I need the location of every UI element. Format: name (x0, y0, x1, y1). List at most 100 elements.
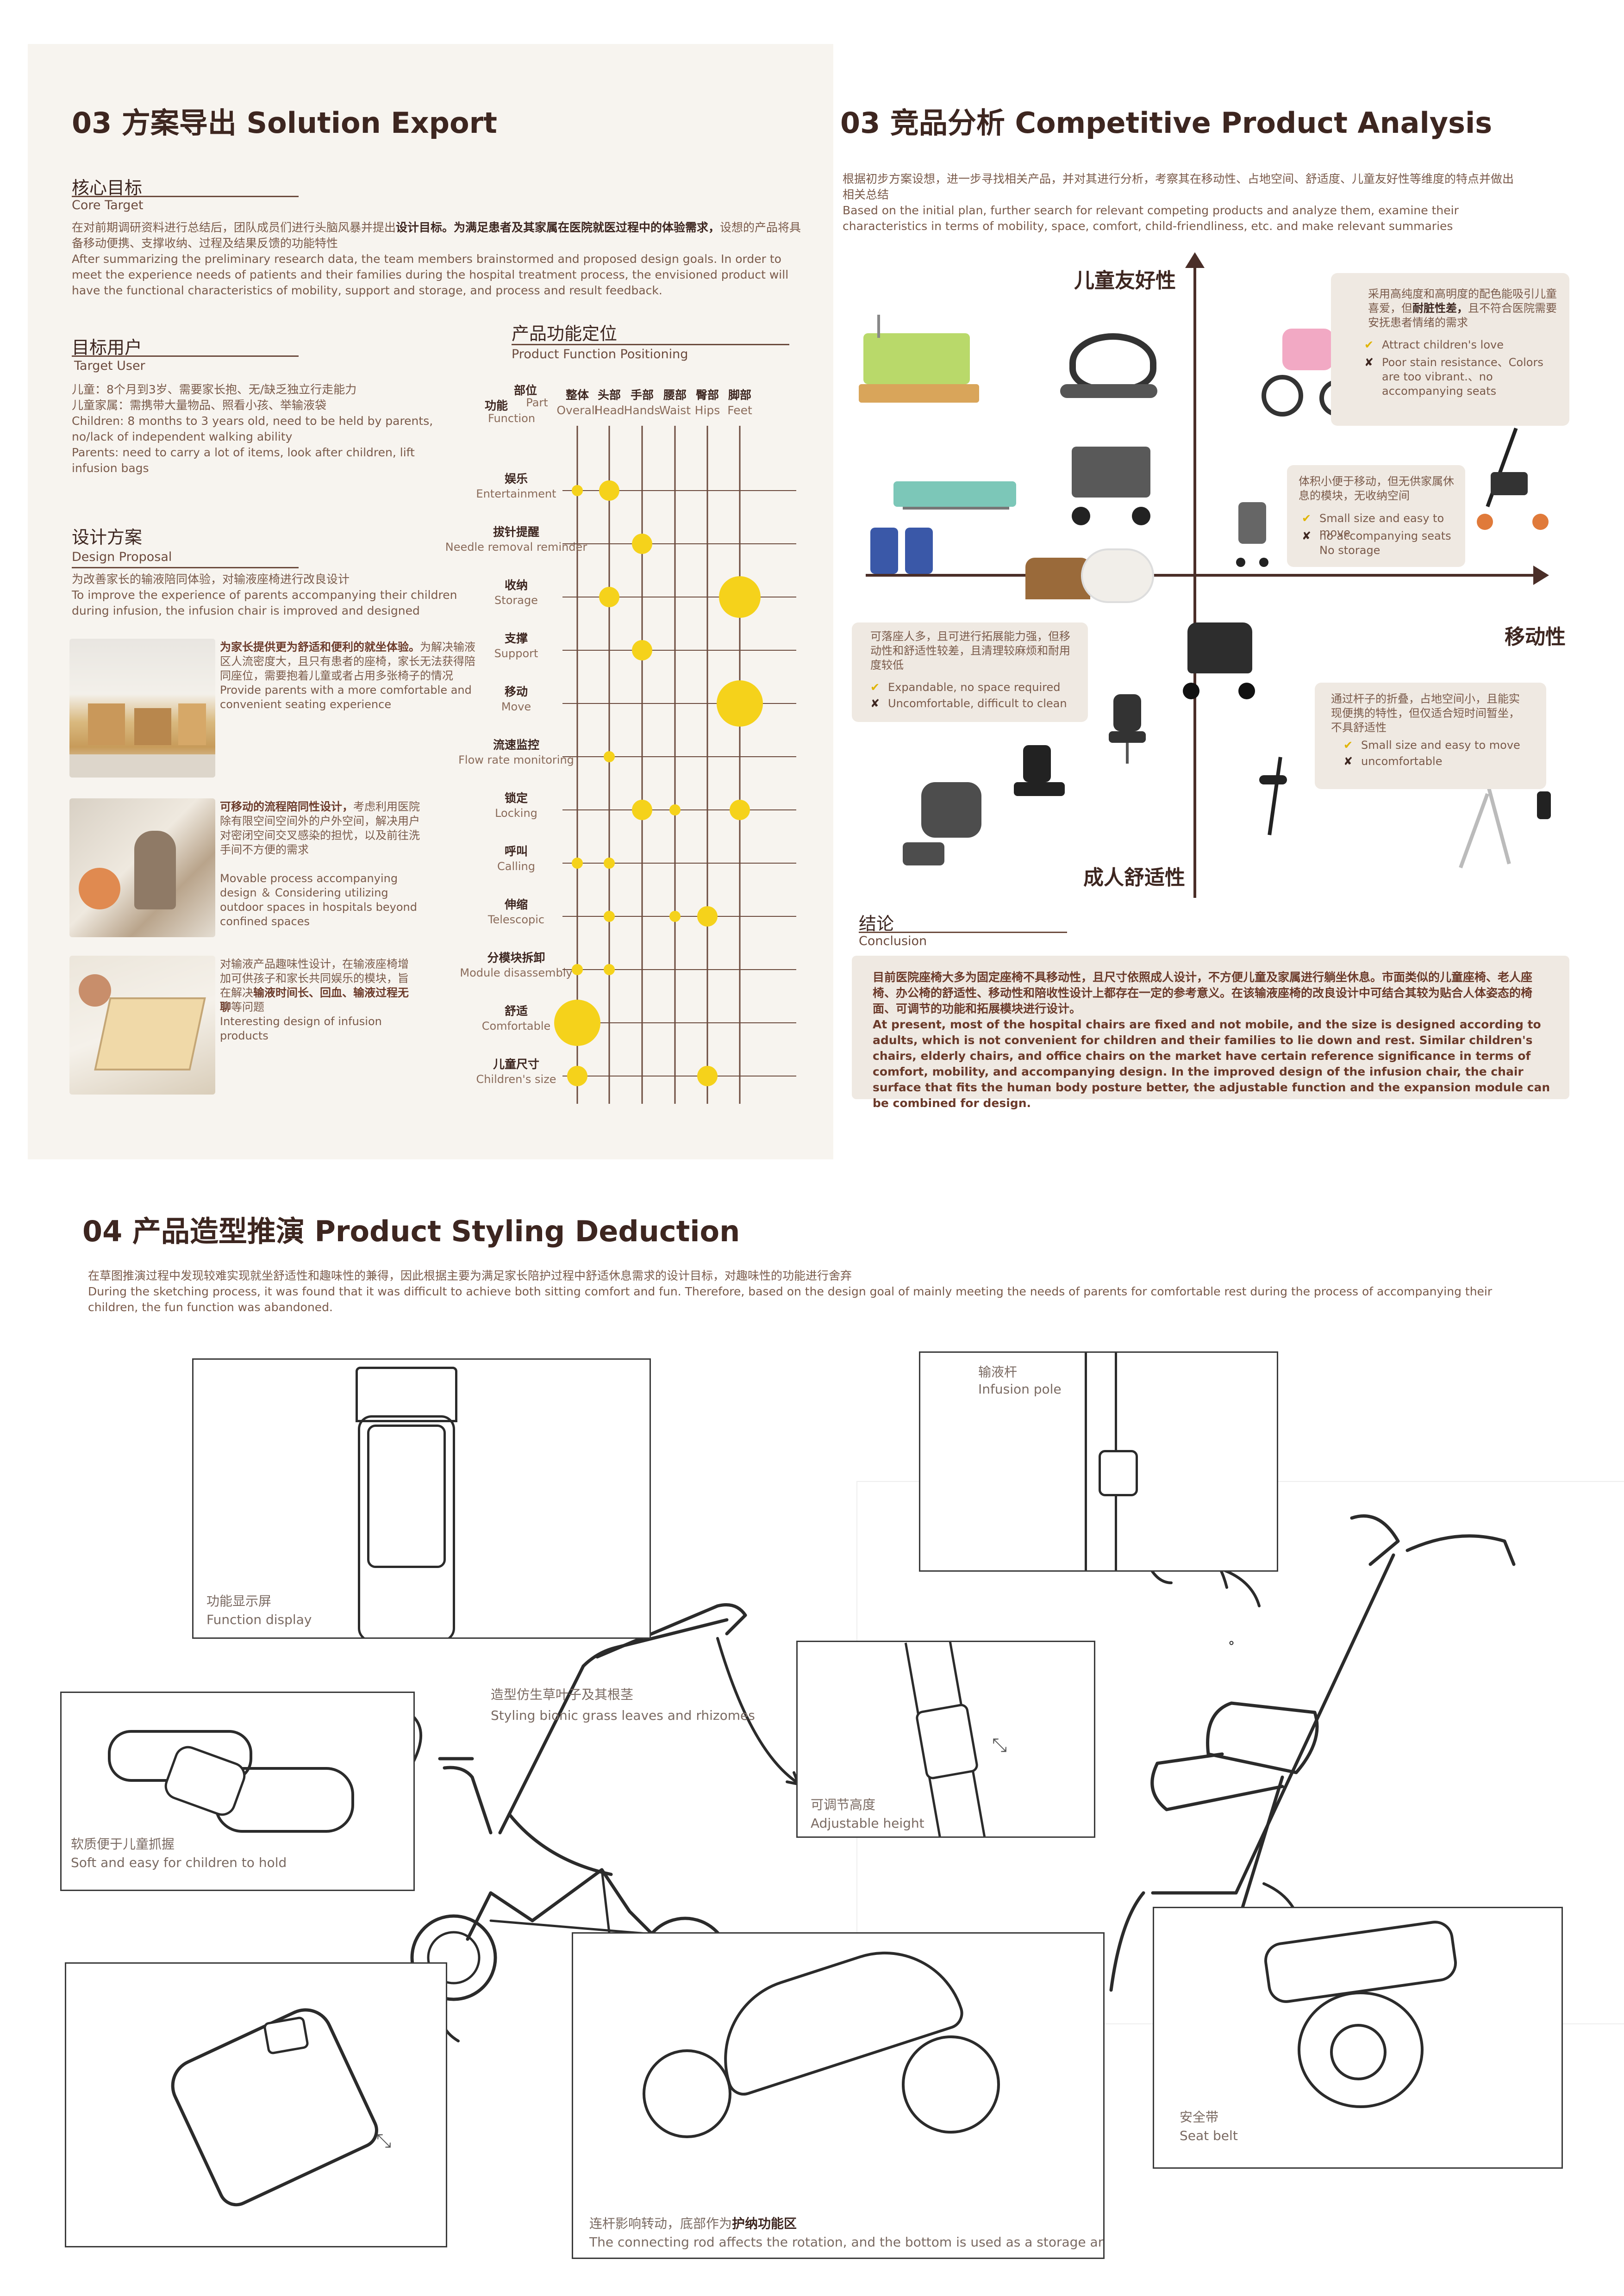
core-target-heading-en: Core Target (72, 198, 144, 212)
matrix-column-head: 头部 (598, 388, 621, 402)
positioning-heading-en: Product Function Positioning (512, 347, 688, 361)
matrix-row-label-en: Needle removal reminder (445, 541, 587, 554)
target-user-text: 儿童：8个月到3岁、需要家长抱、无/缺乏独立行走能力 儿童家属：需携带大量物品、… (72, 383, 433, 475)
callout-soft-grip: 软质便于儿童抓握 Soft and easy for children to h… (60, 1692, 415, 1891)
matrix-corner-function-en: Function (488, 412, 535, 425)
matrix-row-label-en: Locking (495, 807, 537, 820)
styling-deduction-title: 04 产品造型推演 Product Styling Deduction (82, 1214, 740, 1248)
matrix-dot (730, 800, 750, 820)
product-modular-sofa (1025, 544, 1154, 603)
matrix-dot (599, 480, 619, 501)
cross-icon: ✘ (870, 697, 880, 710)
product-travel-stroller (1472, 426, 1555, 537)
axis-label-mobility: 移动性 (1505, 625, 1566, 649)
core-target-rule (72, 196, 299, 197)
conclusion-box: 目前医院座椅大多为固定座椅不具移动性，且尺寸依照成人设计，不方便儿童及家属进行躺… (852, 956, 1569, 1110)
matrix-dot (717, 680, 763, 727)
matrix-column-feet: 脚部 (728, 388, 751, 402)
callout-function-display: 功能显示屏 Function display (192, 1358, 651, 1639)
matrix-column-overall: 整体 (566, 388, 589, 402)
matrix-row-label-en: Storage (494, 594, 538, 607)
axis-horizontal (866, 574, 1535, 577)
matrix-dot (554, 1000, 600, 1046)
check-icon: ✔ (1302, 512, 1312, 525)
matrix-row-label-en: Comfortable (482, 1020, 551, 1033)
matrix-dot (572, 858, 583, 869)
cross-icon: ✘ (1343, 755, 1353, 768)
matrix-column-en-head: Head (594, 404, 624, 417)
axis-label-adult-comfort: 成人舒适性 (1083, 866, 1185, 890)
matrix-row-label-en: Telescopic (487, 913, 544, 926)
product-baby-walker (1060, 324, 1157, 410)
cross-icon: ✘ (1302, 529, 1312, 542)
matrix-row-label-en: Module disassembly (460, 966, 572, 979)
matrix-dot (604, 858, 615, 869)
matrix-row-label: 娱乐 (505, 472, 528, 485)
design-proposal-heading-en: Design Proposal (72, 550, 172, 564)
core-target-text: 在对前期调研资料进行总结后，团队成员们进行头脑风暴并提出设计目标。为满足患者及其… (72, 221, 801, 297)
check-icon: ✔ (1343, 739, 1353, 752)
matrix-dot (604, 751, 615, 762)
competitive-intro: 根据初步方案设想，进一步寻找相关产品，并对其进行分析，考察其在移动性、占地空间、… (843, 172, 1514, 233)
positioning-heading: 产品功能定位 (512, 324, 618, 344)
core-target-heading: 核心目标 (72, 178, 143, 198)
matrix-dot (604, 964, 615, 975)
matrix-dot (697, 906, 718, 927)
analysis-card-expandable: 可落座人多，且可进行拓展能力强，但移动性和舒适性较差，且清理较麻烦和耐用度较低 … (852, 622, 1088, 722)
matrix-row-label-en: Entertainment (476, 487, 556, 500)
check-icon: ✔ (1364, 338, 1374, 351)
matrix-row-label: 儿童尺寸 (493, 1058, 539, 1071)
axis-label-child-friendly: 儿童友好性 (1074, 269, 1176, 292)
check-icon: ✔ (870, 681, 880, 694)
product-compact-stroller (1231, 502, 1275, 572)
function-positioning-matrix: 部位Part功能Function整体Overall头部Head手部Hands腰部… (445, 384, 796, 1104)
analysis-card-child-colors: 采用高纯度和高明度的配色能吸引儿童喜爱，但耐脏性差，且不符合医院需要安抚患者情绪… (1331, 273, 1569, 426)
conclusion-heading-en: Conclusion (859, 934, 927, 948)
matrix-dot (669, 804, 681, 815)
product-foldable-wagon (1062, 433, 1162, 530)
product-gaming-chair (1009, 745, 1069, 815)
axis-arrow-up (1185, 252, 1205, 268)
matrix-row-label: 支撑 (505, 632, 528, 645)
matrix-column-en-hips: Hips (695, 404, 720, 417)
matrix-row-label: 拔针提醒 (493, 525, 539, 539)
matrix-dot (604, 911, 615, 922)
proposal-item-3: 对输液产品趣味性设计，在输液座椅增加可供孩子和家长共同娱乐的模块，旨在解决输液时… (220, 958, 409, 1042)
matrix-row-label-en: Support (494, 647, 538, 660)
analysis-card-foldable-pole: 通过杆子的折叠，占地空间小，且能实现便携的特性，但仅适合短时间暂坐，不具舒适性 … (1315, 683, 1546, 789)
product-standing-stool (1259, 757, 1301, 840)
matrix-dot (697, 1066, 718, 1086)
design-proposal-heading: 设计方案 (72, 527, 143, 548)
matrix-row-label-en: Calling (497, 860, 535, 873)
matrix-column-hips: 臀部 (696, 388, 719, 402)
matrix-column-hands: 手部 (631, 388, 654, 402)
callout-infusion-pole: 输液杆 Infusion pole (919, 1351, 1278, 1572)
matrix-row-label: 收纳 (505, 579, 528, 592)
target-user-rule (72, 355, 299, 357)
target-user-heading: 目标用户 (72, 337, 143, 358)
matrix-dot (572, 964, 583, 975)
matrix-dot (669, 911, 681, 922)
analysis-card-small-size: 体积小便于移动，但无供家属休息的模块，无收纳空间 ✔Small size and… (1287, 465, 1465, 567)
product-twin-stroller (1178, 622, 1262, 703)
matrix-column-en-feet: Feet (727, 404, 752, 417)
axis-arrow-right (1533, 566, 1549, 585)
positioning-rule (512, 344, 789, 345)
matrix-corner-part: 部位 (514, 384, 537, 397)
product-waiting-chairs (893, 477, 1016, 523)
matrix-dot (632, 640, 652, 660)
callout-bionic: 造型仿生草叶子及其根茎 Styling bionic grass leaves … (491, 1687, 755, 1723)
callout-adjustable-height: ⤡ 可调节高度 Adjustable height (796, 1641, 1095, 1838)
parent-child-photo (69, 798, 215, 937)
product-recliner-chairs (866, 528, 940, 585)
play-photo (69, 956, 215, 1095)
matrix-row-label: 分模块拆卸 (487, 951, 545, 964)
matrix-corner-function: 功能 (485, 399, 508, 412)
matrix-column-en-waist: Waist (659, 404, 691, 417)
matrix-row-label: 流速监控 (493, 738, 539, 752)
matrix-dot (567, 1066, 587, 1086)
styling-intro: 在草图推演过程中发现较难实现就坐舒适性和趣味性的兼得，因此根据主要为满足家长陪护… (88, 1269, 1493, 1314)
target-user-heading-en: Target User (74, 359, 145, 373)
axis-vertical (1193, 264, 1196, 898)
infusion-hall-photo (69, 639, 215, 778)
